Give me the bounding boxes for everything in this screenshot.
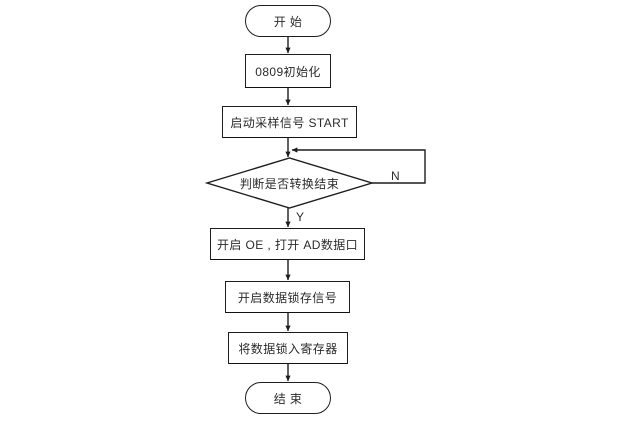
node-start-label: 开 始 bbox=[273, 14, 303, 29]
node-end-label: 结 束 bbox=[273, 391, 303, 406]
node-0809-init-label: 0809初始化 bbox=[255, 64, 321, 79]
node-end: 结 束 bbox=[245, 382, 331, 414]
decision-diamond-shape bbox=[204, 157, 375, 209]
node-store-data-to-register: 将数据锁入寄存器 bbox=[228, 332, 348, 365]
node-store-data-to-register-label: 将数据锁入寄存器 bbox=[238, 341, 338, 356]
branch-label-no: N bbox=[391, 169, 400, 183]
node-conversion-finished-decision: 判断是否转换结束 bbox=[204, 157, 375, 209]
node-0809-init: 0809初始化 bbox=[245, 54, 331, 89]
node-enable-data-latch-signal-label: 开启数据锁存信号 bbox=[237, 290, 338, 305]
node-start: 开 始 bbox=[245, 5, 331, 37]
node-start-sampling-signal: 启动采样信号 START bbox=[222, 106, 357, 139]
node-enable-data-latch-signal: 开启数据锁存信号 bbox=[225, 281, 350, 314]
node-open-oe-ad-port-label: 开启 OE , 打开 AD数据口 bbox=[216, 237, 359, 252]
node-start-sampling-signal-label: 启动采样信号 START bbox=[230, 115, 349, 130]
branch-label-yes: Y bbox=[296, 210, 305, 224]
node-open-oe-ad-port: 开启 OE , 打开 AD数据口 bbox=[210, 228, 365, 261]
